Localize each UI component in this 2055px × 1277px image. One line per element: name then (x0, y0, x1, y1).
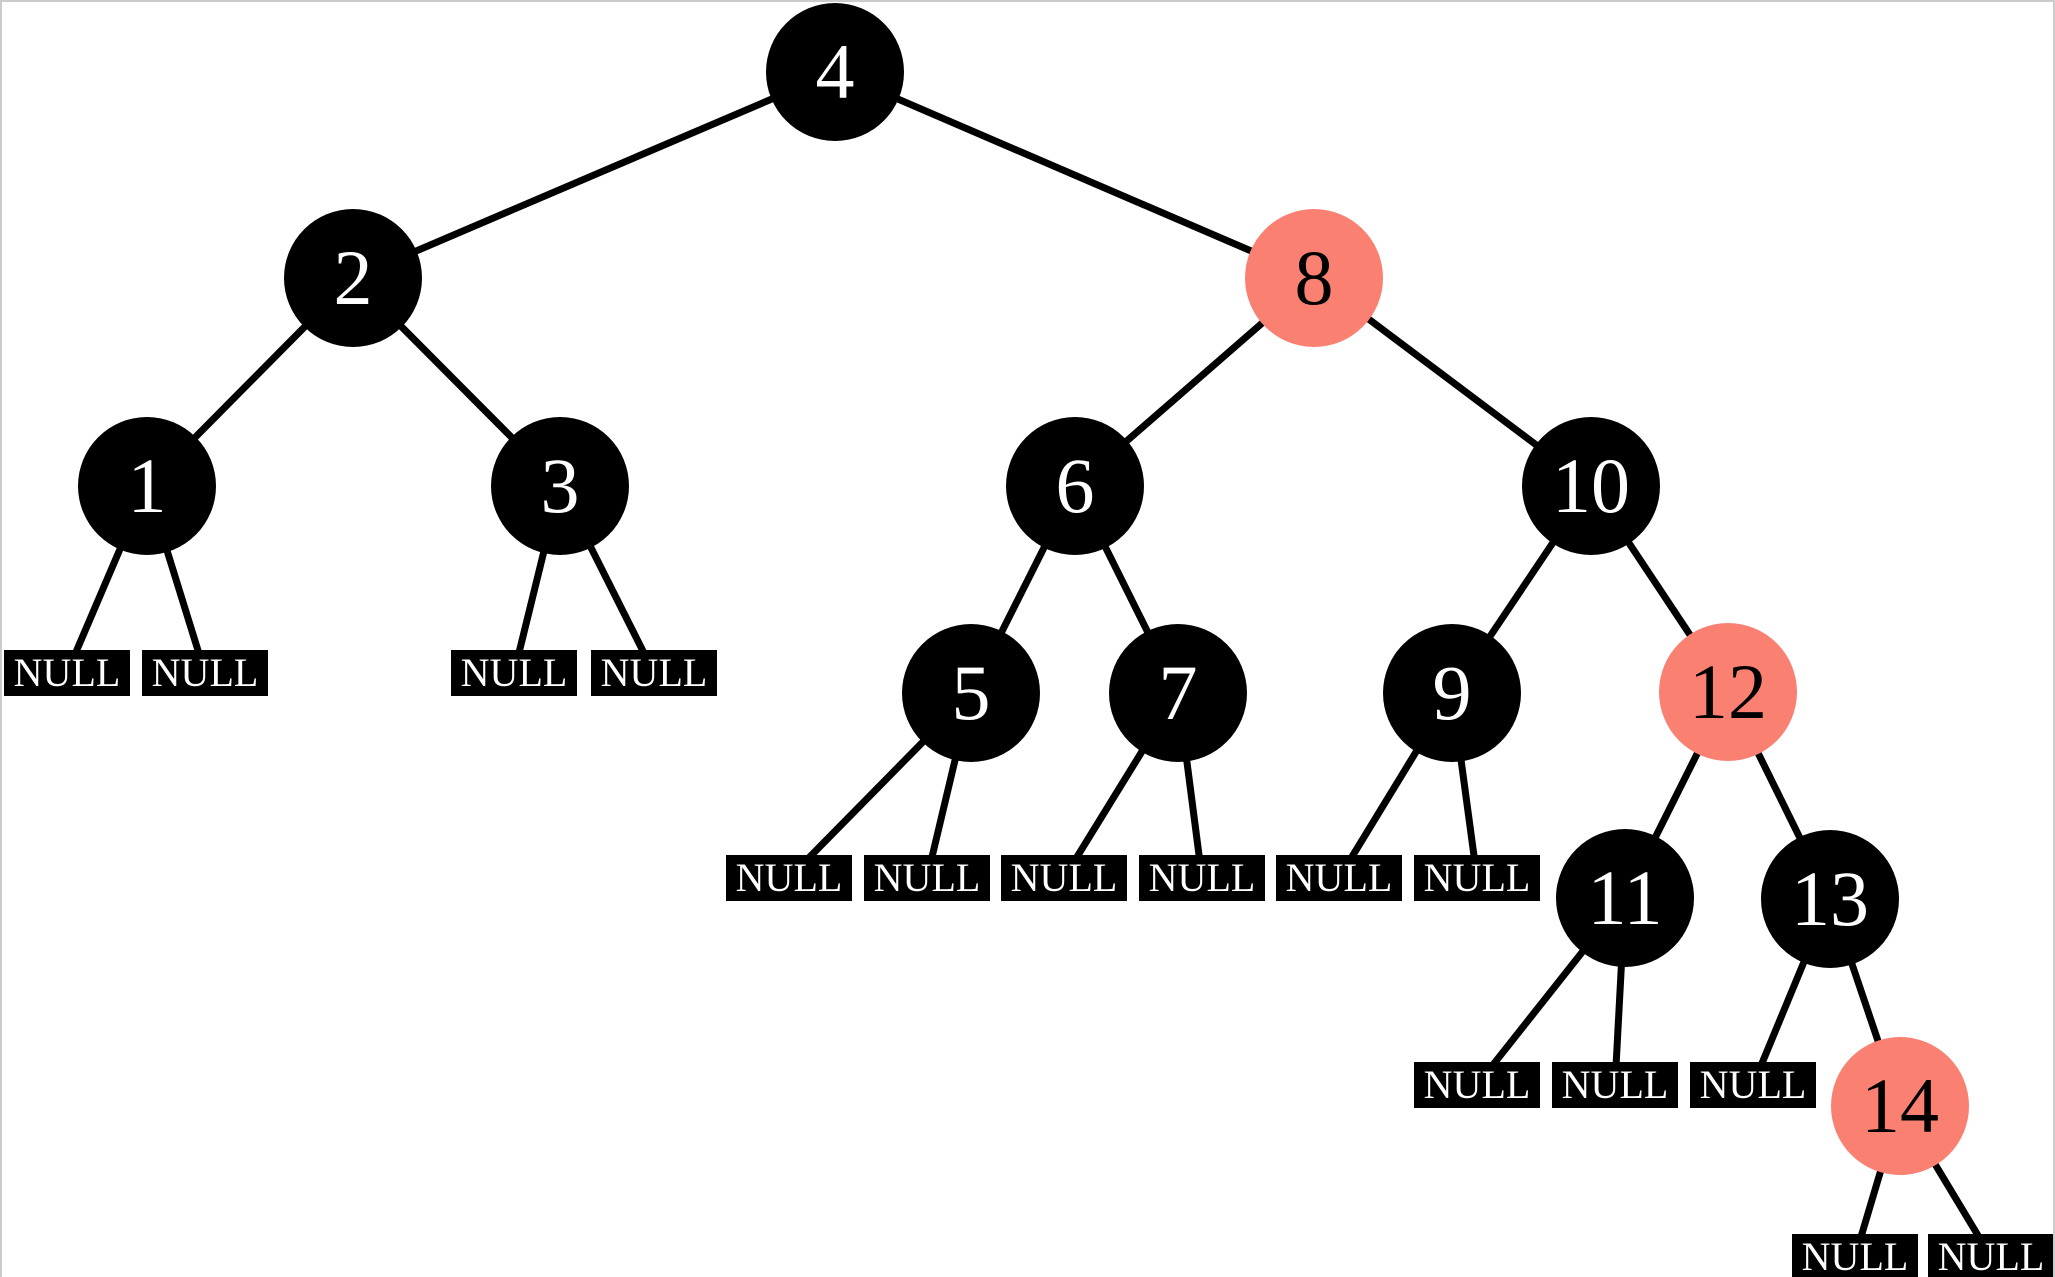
tree-node-12: 12 (1659, 623, 1797, 761)
null-leaf-3-left: NULL (451, 650, 577, 696)
null-leaf-3-right: NULL (591, 650, 717, 696)
null-leaf-9-right: NULL (1414, 855, 1540, 901)
tree-node-7: 7 (1109, 624, 1247, 762)
tree-node-5: 5 (902, 624, 1040, 762)
null-leaf-1-left: NULL (4, 650, 130, 696)
null-leaf-5-right: NULL (864, 855, 990, 901)
null-leaf-14-right: NULL (1928, 1234, 2053, 1277)
null-leaf-5-left: NULL (726, 855, 852, 901)
null-leaf-11-right: NULL (1552, 1062, 1678, 1108)
tree-node-1: 1 (78, 417, 216, 555)
null-leaf-11-left: NULL (1414, 1062, 1540, 1108)
tree-node-6: 6 (1006, 417, 1144, 555)
null-leaf-7-right: NULL (1139, 855, 1265, 901)
tree-node-9: 9 (1383, 624, 1521, 762)
null-leaf-9-left: NULL (1276, 855, 1402, 901)
edge-4-2 (351, 68, 837, 282)
tree-node-3: 3 (491, 417, 629, 555)
tree-node-14: 14 (1831, 1037, 1969, 1175)
tree-node-2: 2 (284, 209, 422, 347)
tree-node-10: 10 (1522, 417, 1660, 555)
edge-4-8 (833, 68, 1316, 282)
null-leaf-1-right: NULL (142, 650, 268, 696)
tree-node-11: 11 (1556, 829, 1694, 967)
null-leaf-7-left: NULL (1001, 855, 1127, 901)
tree-node-4: 4 (766, 3, 904, 141)
tree-node-8: 8 (1245, 209, 1383, 347)
null-leaf-13-left: NULL (1690, 1062, 1816, 1108)
null-leaf-14-left: NULL (1792, 1234, 1918, 1277)
tree-node-13: 13 (1761, 830, 1899, 968)
